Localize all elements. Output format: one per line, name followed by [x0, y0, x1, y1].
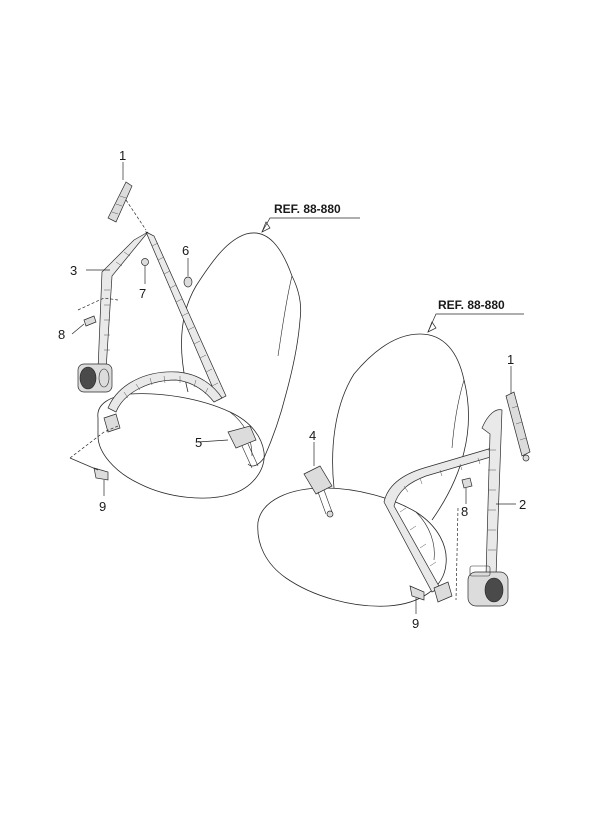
- callout-left-7: 7: [139, 286, 146, 301]
- callout-left-3: 3: [70, 263, 77, 278]
- left-bolt-9-icon: [93, 467, 109, 496]
- right-d-ring-anchor: [505, 391, 531, 462]
- callout-left-8: 8: [58, 327, 65, 342]
- right-bolt-8-icon: [461, 477, 473, 504]
- callout-right-2: 2: [519, 497, 526, 512]
- right-retractor: [467, 565, 509, 607]
- callout-right-8: 8: [461, 504, 468, 519]
- right-seat-back: [332, 333, 469, 521]
- left-seat-assembly: [69, 162, 360, 499]
- left-buckle: [227, 425, 259, 469]
- callout-right-4: 4: [309, 428, 316, 443]
- callout-right-9: 9: [412, 616, 419, 631]
- callout-left-9: 9: [99, 499, 106, 514]
- left-lap-belt: [107, 371, 223, 413]
- left-nut-6-icon: [183, 258, 193, 288]
- right-bolt-9-icon: [409, 585, 425, 614]
- right-buckle: [303, 465, 334, 518]
- ref-label-right-seat: REF. 88-880: [438, 298, 505, 312]
- left-seat-cushion: [97, 393, 265, 499]
- callout-right-1: 1: [507, 352, 514, 367]
- left-seat-back: [181, 232, 302, 467]
- left-upper-belt: [97, 231, 149, 371]
- left-bolt-8-icon: [71, 315, 97, 335]
- callout-left-1: 1: [119, 148, 126, 163]
- right-seat-cushion: [257, 487, 447, 607]
- left-retractor: [77, 363, 113, 393]
- left-d-ring-anchor: [107, 181, 133, 223]
- right-lower-anchor: [433, 581, 453, 603]
- ref-label-left-seat: REF. 88-880: [274, 202, 341, 216]
- right-lap-belt: [383, 447, 495, 593]
- callout-left-5: 5: [195, 435, 202, 450]
- right-seat-assembly: [257, 313, 531, 614]
- right-vertical-belt: [481, 409, 503, 577]
- left-bolt-7-icon: [141, 258, 149, 284]
- callout-left-6: 6: [182, 243, 189, 258]
- left-lap-anchor: [103, 413, 121, 433]
